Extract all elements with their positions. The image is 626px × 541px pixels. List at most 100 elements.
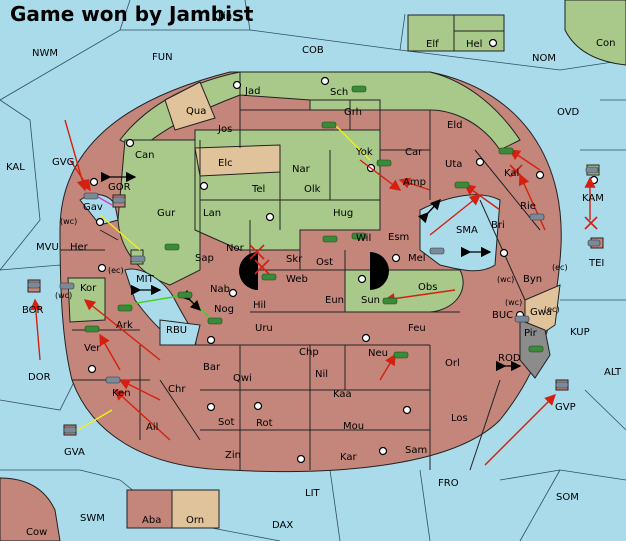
- label-nab: Nab: [210, 284, 230, 295]
- label-rot: Rot: [256, 418, 273, 429]
- label-web: Web: [286, 274, 308, 285]
- canal-arrows: [100, 171, 522, 372]
- dislodge-marks: [249, 164, 598, 275]
- label-skr: Skr: [286, 254, 303, 265]
- label-gvp: GVP: [555, 402, 576, 413]
- label-lit: LIT: [305, 488, 321, 499]
- label-kor-wc: (wc): [55, 291, 72, 300]
- label-som: SOM: [556, 492, 579, 503]
- label-fin: Fin: [218, 11, 232, 22]
- label-nar: Nar: [292, 164, 311, 175]
- label-kor: Kor: [80, 283, 97, 294]
- label-byn-ec: (ec): [552, 263, 568, 272]
- web-right-cap: [370, 252, 389, 290]
- province-orn[interactable]: [171, 489, 220, 529]
- label-cow: Cow: [26, 527, 47, 538]
- order-arrows: [30, 119, 596, 466]
- label-grh: Grh: [344, 107, 362, 118]
- province-hel-top: [453, 14, 505, 32]
- label-hug: Hug: [333, 208, 353, 219]
- label-dor: DOR: [28, 372, 51, 383]
- label-uru: Uru: [255, 323, 273, 334]
- province-elf[interactable]: [407, 14, 455, 52]
- label-gvg: GVG: [52, 157, 74, 168]
- label-sch: Sch: [330, 87, 348, 98]
- web-left-cap: [239, 252, 258, 290]
- label-hel: Hel: [466, 39, 482, 50]
- label-hil: Hil: [253, 300, 266, 311]
- label-rie: Rie: [520, 201, 536, 212]
- label-can: Can: [135, 150, 154, 161]
- label-pir: Pir: [524, 328, 538, 339]
- label-lan: Lan: [203, 208, 221, 219]
- label-rod: ROD: [498, 353, 521, 364]
- label-kup: KUP: [570, 327, 590, 338]
- label-cob: COB: [302, 45, 324, 56]
- label-esm: Esm: [388, 232, 409, 243]
- province-aba[interactable]: [126, 489, 173, 529]
- province-labels: NWM FUN COB Fin Elf Hel Con NOM OVD KAL …: [6, 11, 622, 538]
- label-jad: Jad: [244, 86, 260, 97]
- label-swm: SWM: [80, 513, 105, 524]
- label-ovd: OVD: [557, 107, 580, 118]
- label-tel: Tel: [251, 184, 265, 195]
- label-nil: Nil: [315, 369, 328, 380]
- label-con: Con: [596, 38, 615, 49]
- province-qua[interactable]: [164, 81, 216, 131]
- supply-centers: [87, 38, 599, 464]
- label-buc: BUC: [492, 310, 513, 321]
- label-ail: Ail: [146, 422, 158, 433]
- label-fun: FUN: [152, 52, 173, 63]
- label-bor: BOR: [22, 305, 44, 316]
- label-kam: KAM: [582, 193, 604, 204]
- label-ver: Ver: [84, 343, 101, 354]
- label-yok: Yok: [355, 147, 373, 158]
- label-alt: ALT: [604, 367, 622, 378]
- label-kal: KAL: [6, 162, 25, 173]
- label-qwi: Qwi: [233, 373, 252, 384]
- units: [27, 85, 601, 434]
- label-mvu: MVU: [36, 242, 59, 253]
- label-rbu: RBU: [166, 325, 187, 336]
- label-eld: Eld: [447, 120, 462, 131]
- label-gva: GVA: [64, 447, 85, 458]
- label-her-ec: (ec): [108, 266, 124, 275]
- label-zin: Zin: [225, 450, 241, 461]
- label-mit: MIT: [136, 274, 155, 285]
- label-nog: Nog: [214, 304, 234, 315]
- label-fro: FRO: [438, 478, 459, 489]
- label-dax: DAX: [272, 520, 293, 531]
- label-gwa: Gwa: [530, 307, 552, 318]
- label-kaa: Kaa: [333, 389, 352, 400]
- label-chp: Chp: [299, 347, 319, 358]
- label-gur: Gur: [157, 208, 176, 219]
- label-orl: Orl: [445, 358, 460, 369]
- label-amp: Amp: [403, 177, 426, 188]
- label-mel: Mel: [408, 253, 426, 264]
- label-gav: Gav: [83, 202, 103, 213]
- label-olk: Olk: [304, 184, 321, 195]
- label-neu: Neu: [368, 348, 388, 359]
- label-car: Car: [405, 147, 423, 158]
- label-qua: Qua: [186, 106, 206, 117]
- label-wil: Wil: [356, 233, 371, 244]
- retreat-lines: [97, 196, 113, 206]
- label-byn-wc: (wc): [497, 275, 514, 284]
- label-los: Los: [451, 413, 468, 424]
- label-bar: Bar: [203, 362, 221, 373]
- province-elc[interactable]: [194, 144, 281, 177]
- label-nom: NOM: [532, 53, 556, 64]
- label-orn: Orn: [186, 515, 204, 526]
- label-sam: Sam: [405, 445, 427, 456]
- province-cow[interactable]: [0, 477, 61, 541]
- label-her: Her: [70, 242, 89, 253]
- label-gwa-ec: (ec): [544, 305, 560, 314]
- label-sma: SMA: [456, 225, 478, 236]
- label-byn: Byn: [523, 274, 542, 285]
- game-title: Game won by Jambist: [10, 2, 254, 26]
- label-sot: Sot: [218, 417, 234, 428]
- label-obs: Obs: [418, 282, 437, 293]
- label-kal2: Kal: [504, 168, 519, 179]
- label-tei: TEI: [588, 258, 604, 269]
